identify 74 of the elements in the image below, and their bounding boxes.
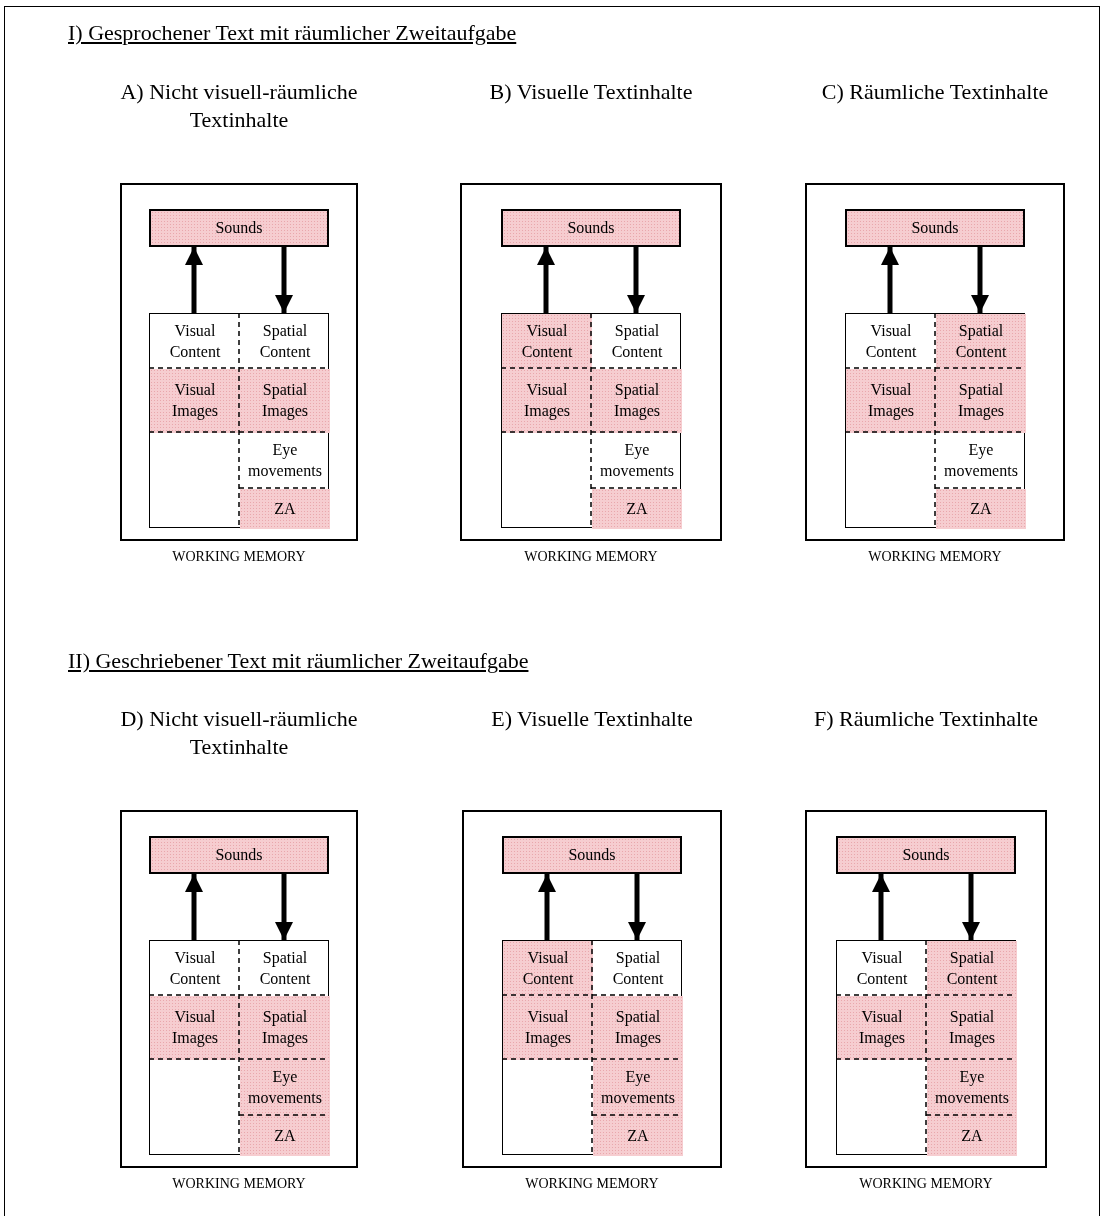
arrow	[538, 874, 556, 943]
component-label: Visual Images	[150, 996, 240, 1060]
component-label: Visual Images	[846, 369, 936, 433]
panel-caption: WORKING MEMORY	[524, 1176, 660, 1192]
panel-caption: WORKING MEMORY	[171, 1176, 307, 1192]
component-label: Visual Images	[503, 996, 593, 1060]
component-label: Visual Images	[502, 369, 592, 433]
component-label: Eye movements	[593, 1060, 683, 1116]
panel-heading: E) Visuelle Textinhalte	[490, 705, 694, 733]
component-label: Spatial Content	[927, 941, 1017, 996]
arrow	[275, 871, 293, 940]
section-heading: II) Geschriebener Text mit räumlicher Zweitaufgabe	[68, 648, 529, 674]
component-label: Spatial Images	[240, 996, 330, 1060]
component-label: ZA	[927, 1116, 1017, 1156]
component-label: ZA	[240, 489, 330, 529]
component-label: ZA	[592, 489, 682, 529]
arrow	[185, 874, 203, 943]
component-label: Spatial Images	[240, 369, 330, 433]
arrow	[185, 247, 203, 316]
component-label: Spatial Images	[593, 996, 683, 1060]
arrow	[627, 244, 645, 313]
memory-box	[501, 313, 681, 528]
component-label: Spatial Content	[592, 314, 682, 369]
component-label: Eye movements	[936, 433, 1026, 489]
sounds-box: Sounds	[836, 836, 1016, 874]
component-label: Visual Content	[846, 314, 936, 369]
panel-caption: WORKING MEMORY	[523, 549, 659, 565]
sounds-box: Sounds	[149, 836, 329, 874]
panel-heading: C) Räumliche Textinhalte	[820, 78, 1050, 106]
section-heading: I) Gesprochener Text mit räumlicher Zweitaufgabe	[68, 20, 517, 46]
memory-box	[836, 940, 1016, 1155]
arrow	[962, 871, 980, 940]
arrow	[881, 247, 899, 316]
panel-heading: B) Visuelle Textinhalte	[488, 78, 694, 106]
component-label: Spatial Images	[927, 996, 1017, 1060]
arrow	[628, 871, 646, 940]
component-label: Visual Content	[502, 314, 592, 369]
component-label: Eye movements	[240, 433, 330, 489]
component-label: ZA	[936, 489, 1026, 529]
arrow	[537, 247, 555, 316]
component-label: Visual Images	[150, 369, 240, 433]
sounds-box: Sounds	[501, 209, 681, 247]
component-label: Visual Content	[503, 941, 593, 996]
memory-box	[845, 313, 1025, 528]
panel-caption: WORKING MEMORY	[858, 1176, 994, 1192]
sounds-box: Sounds	[149, 209, 329, 247]
component-label: Eye movements	[592, 433, 682, 489]
panel-caption: WORKING MEMORY	[171, 549, 307, 565]
component-label: Spatial Content	[936, 314, 1026, 369]
component-label: ZA	[240, 1116, 330, 1156]
component-label: Eye movements	[240, 1060, 330, 1116]
memory-box	[149, 940, 329, 1155]
sounds-box: Sounds	[845, 209, 1025, 247]
component-label: Spatial Content	[593, 941, 683, 996]
component-label: Visual Content	[150, 314, 240, 369]
sounds-box: Sounds	[502, 836, 682, 874]
component-label: ZA	[593, 1116, 683, 1156]
component-label: Spatial Content	[240, 314, 330, 369]
panel-heading: D) Nicht visuell-räumliche Textinhalte	[119, 705, 359, 760]
panel-heading: F) Räumliche Textinhalte	[812, 705, 1040, 733]
component-label: Spatial Content	[240, 941, 330, 996]
arrow	[275, 244, 293, 313]
panel-caption: WORKING MEMORY	[867, 549, 1003, 565]
arrow	[872, 874, 890, 943]
component-label: Eye movements	[927, 1060, 1017, 1116]
component-label: Spatial Images	[936, 369, 1026, 433]
component-label: Visual Content	[837, 941, 927, 996]
memory-box	[502, 940, 682, 1155]
memory-box	[149, 313, 329, 528]
arrow	[971, 244, 989, 313]
component-label: Visual Images	[837, 996, 927, 1060]
component-label: Visual Content	[150, 941, 240, 996]
panel-heading: A) Nicht visuell-räumliche Textinhalte	[119, 78, 359, 133]
component-label: Spatial Images	[592, 369, 682, 433]
